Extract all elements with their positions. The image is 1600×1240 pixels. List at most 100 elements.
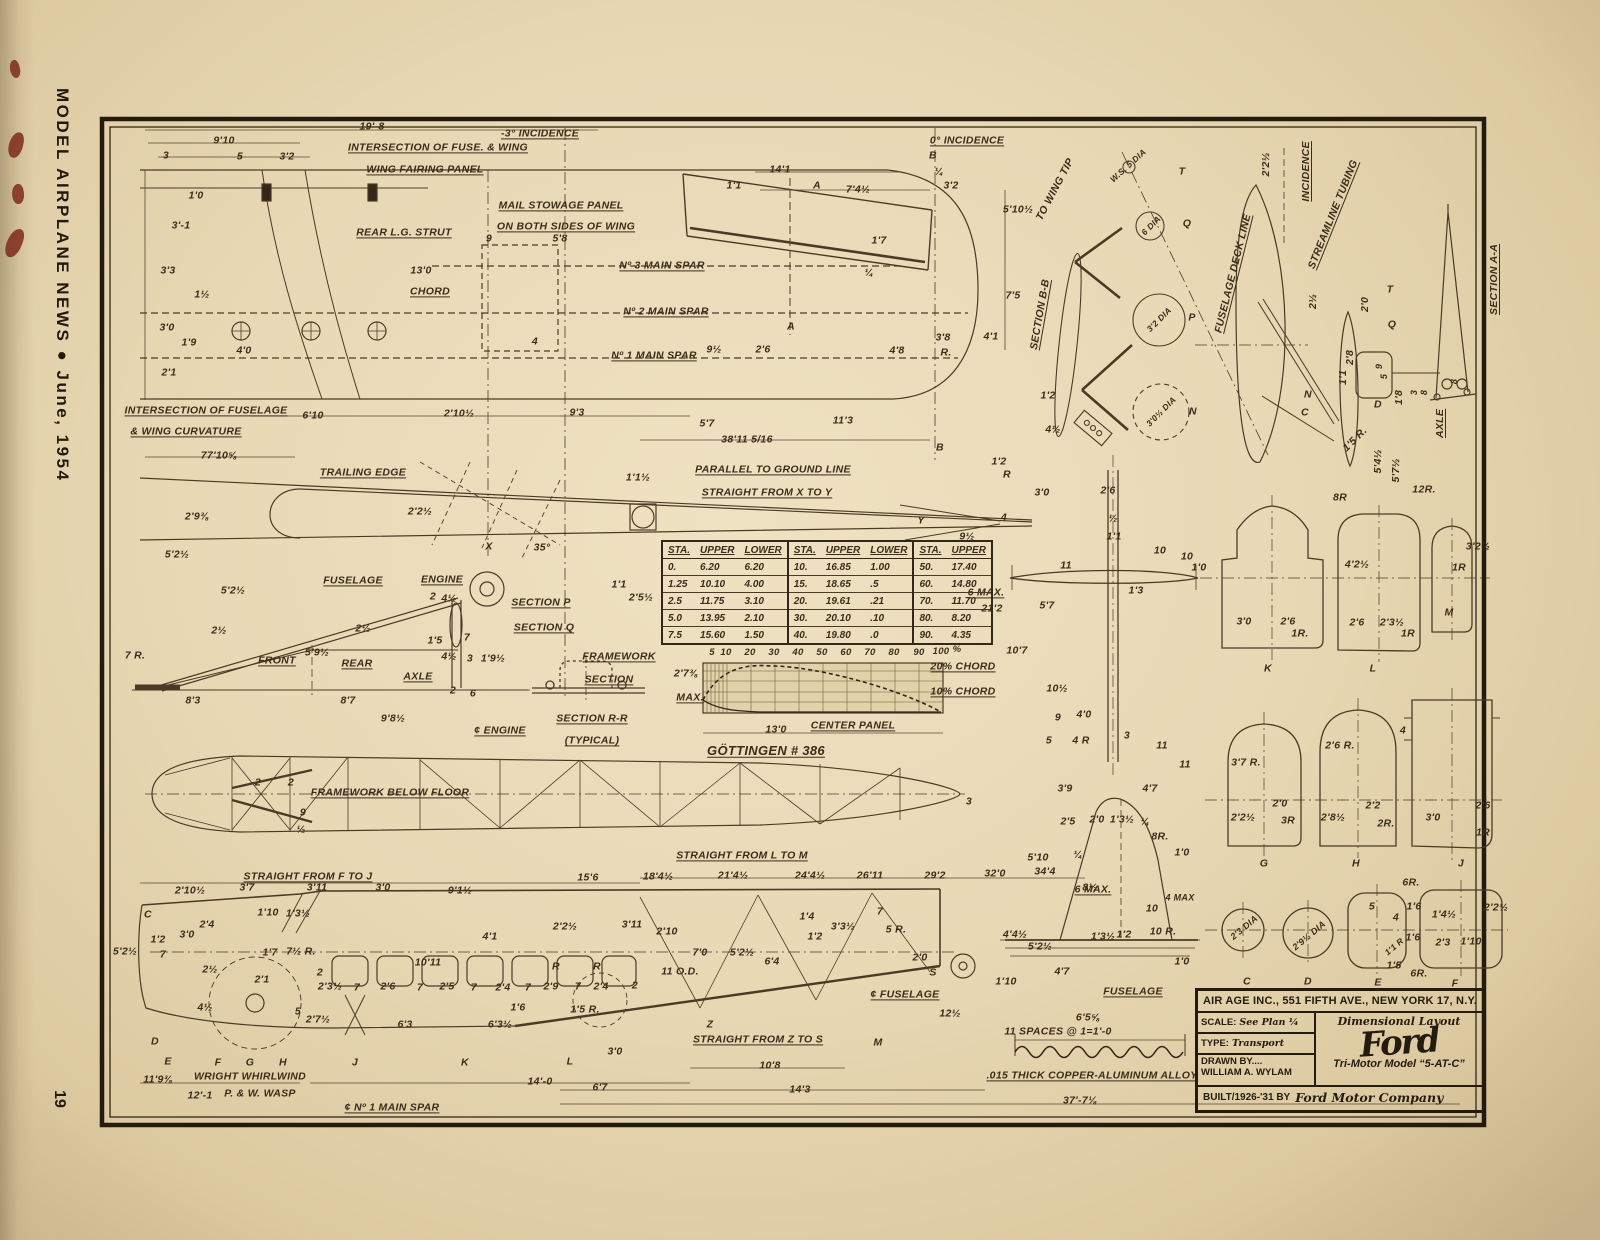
dim-label: 2½	[202, 963, 218, 976]
dim-label: 9½	[959, 530, 975, 543]
dim-label: 9	[299, 806, 307, 819]
dim-label: 2½	[355, 622, 371, 635]
dim-label: 10'8	[759, 1059, 781, 1072]
dim-label: 20% CHORD	[930, 660, 996, 673]
drawing-border-inner	[109, 126, 1477, 1118]
dim-label: 5'10½	[1002, 203, 1034, 216]
dim-label: 5	[1379, 373, 1389, 380]
dim-label: 11	[1156, 739, 1168, 752]
dim-label: 1'10	[257, 906, 279, 919]
dim-label: FUSELAGE	[1103, 985, 1163, 998]
dim-label: 1'10	[1460, 935, 1482, 948]
dim-label: AXLE	[403, 670, 433, 683]
dim-label: 29'2	[924, 869, 946, 882]
dim-label: 1'7	[871, 234, 887, 247]
dim-label: R	[1003, 468, 1011, 481]
dim-label: ¼	[864, 266, 874, 279]
drawn-by-label: DRAWN BY....	[1201, 1056, 1263, 1067]
dim-label: 3'11	[306, 881, 328, 894]
dim-label: 2'10	[656, 925, 678, 938]
dim-label: 14'-0	[527, 1075, 553, 1088]
dim-label: 1½	[194, 288, 210, 301]
dim-label: 10	[1153, 544, 1167, 557]
dim-label: ON BOTH SIDES OF WING	[496, 220, 636, 233]
dim-label: 8R.	[1151, 830, 1169, 843]
dim-label: 1'6	[1406, 900, 1422, 913]
dim-label: 4 MAX	[1165, 892, 1195, 903]
dim-label: 18'4½	[642, 870, 674, 883]
dim-label: 3'0	[159, 321, 175, 334]
dim-label: ½	[1108, 512, 1118, 525]
dim-label: 1'3½	[1109, 813, 1135, 826]
dim-label: REAR	[341, 657, 373, 670]
dim-label: 4'8	[889, 344, 905, 357]
dim-label: 3	[1123, 729, 1131, 742]
dim-label: 3'3	[160, 264, 176, 277]
dim-label: A	[813, 179, 821, 192]
dim-label: 1'0	[1191, 561, 1207, 574]
dim-label: -3° INCIDENCE	[500, 127, 580, 140]
dim-label: 2'3½	[317, 980, 343, 993]
dim-label: G	[245, 1056, 255, 1069]
dim-label: 15'6	[577, 871, 599, 884]
dim-label: ¼	[934, 165, 944, 178]
dim-label: 8½	[1082, 881, 1098, 894]
dim-label: 20	[744, 646, 756, 658]
dim-label: 5	[294, 1005, 302, 1018]
dim-label: 7	[524, 981, 532, 994]
fuselage-side-view	[138, 888, 976, 1050]
dimension-lines	[140, 129, 1460, 1105]
dim-label: R	[593, 960, 601, 973]
layout-title: Dimensional Layout	[1337, 1015, 1461, 1028]
wing-lower-view	[139, 461, 1033, 607]
dim-label: 3'2	[943, 179, 959, 192]
dim-label: 3R	[1280, 814, 1296, 827]
dim-label: 3'2	[279, 150, 295, 163]
dim-label: WING FAIRING PANEL	[366, 163, 484, 176]
dim-label: 5'10	[1027, 851, 1049, 864]
dim-label: 9	[485, 232, 493, 245]
dim-label: M	[1444, 606, 1454, 619]
dim-label: 3	[466, 652, 474, 665]
dim-label: FRONT	[258, 654, 296, 667]
dim-label: 4'2½	[1344, 558, 1370, 571]
dim-label: 9	[1374, 363, 1384, 370]
dim-label: ¢ Nº 1 MAIN SPAR	[344, 1101, 440, 1114]
dim-label: 1'9½	[480, 652, 506, 665]
dim-label: 1'1½	[625, 471, 651, 484]
dim-label: 1'10	[995, 975, 1017, 988]
dim-label: 6 MAX.	[1074, 883, 1112, 896]
dim-label: 9½	[706, 343, 722, 356]
dim-label: 3'0	[1425, 811, 1441, 824]
dim-label: 2	[631, 979, 639, 992]
dim-label: 14'1	[769, 163, 791, 176]
dim-label: 10'7	[1006, 644, 1028, 657]
dim-label: 2'6	[1100, 484, 1116, 497]
dim-label: 2'2½	[1260, 152, 1272, 177]
dim-label: 13'0	[765, 723, 787, 736]
dim-label: 2½	[211, 624, 227, 637]
dim-label: 7	[470, 981, 478, 994]
dim-label: 80	[888, 646, 900, 658]
dim-label: H	[279, 1056, 287, 1069]
dim-label: 2'5	[439, 980, 455, 993]
dim-label: 4 R	[1072, 734, 1090, 747]
dim-label: 4'7	[1054, 965, 1070, 978]
dim-label: 10 R.	[1149, 925, 1177, 938]
dim-label: N	[1189, 405, 1197, 418]
dim-label: 2'4	[593, 980, 609, 993]
dim-label: 34'4	[1034, 865, 1056, 878]
dim-label: 11	[1060, 559, 1072, 572]
dim-label: 2'8	[1344, 349, 1356, 365]
dim-label: A	[787, 320, 795, 333]
dim-label: T	[1178, 165, 1186, 178]
built-company: Ford Motor Company	[1295, 1090, 1444, 1105]
dim-label: 90	[913, 646, 925, 658]
dim-label: 4½	[1045, 423, 1061, 436]
dim-label: .015 THICK COPPER-ALUMINUM ALLOY	[986, 1069, 1198, 1082]
dim-label: 1'5	[427, 634, 443, 647]
dim-label: T	[1386, 283, 1394, 296]
